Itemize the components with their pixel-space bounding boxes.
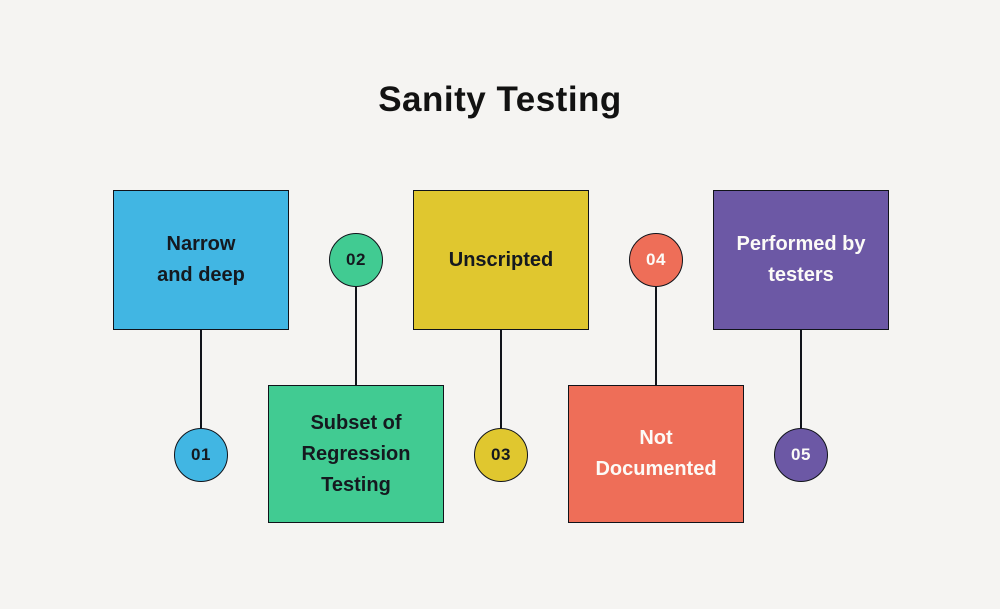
feature-box-unscripted: Unscripted xyxy=(413,190,589,330)
number-badge-05: 05 xyxy=(774,428,828,482)
number-label: 04 xyxy=(646,250,666,269)
number-label: 05 xyxy=(791,445,811,464)
connector-line xyxy=(655,287,657,385)
number-label: 01 xyxy=(191,445,211,464)
number-badge-01: 01 xyxy=(174,428,228,482)
feature-label: Subset of Regression Testing xyxy=(301,411,411,496)
feature-label: Narrow and deep xyxy=(157,233,245,286)
connector-line xyxy=(500,330,502,428)
feature-box-narrow-and-deep: Narrow and deep xyxy=(113,190,289,330)
number-badge-03: 03 xyxy=(474,428,528,482)
connector-line xyxy=(355,287,357,385)
feature-label: Not Documented xyxy=(595,427,717,480)
connector-line xyxy=(800,330,802,428)
number-badge-04: 04 xyxy=(629,233,683,287)
feature-box-not-documented: Not Documented xyxy=(568,385,744,523)
feature-label: Unscripted xyxy=(448,248,554,271)
feature-box-performed-by-testers: Performed by testers xyxy=(713,190,889,330)
feature-label: Performed by testers xyxy=(736,233,866,286)
connector-line xyxy=(200,330,202,428)
number-label: 02 xyxy=(346,250,366,269)
number-badge-02: 02 xyxy=(329,233,383,287)
diagram-title: Sanity Testing xyxy=(378,80,622,119)
feature-box-subset-of-regression-testing: Subset of Regression Testing xyxy=(268,385,444,523)
number-label: 03 xyxy=(491,445,511,464)
